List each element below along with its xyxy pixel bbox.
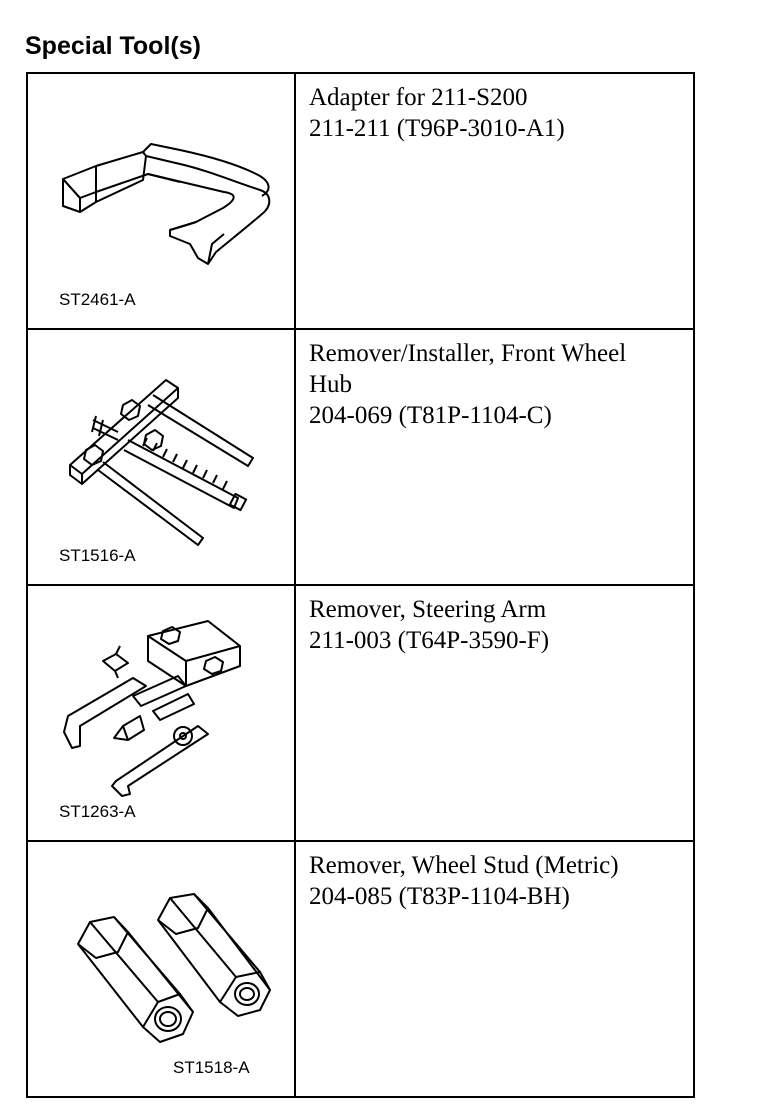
tool-image-cell: ST2461-A: [28, 74, 296, 328]
u-shaped-adapter-icon: [62, 143, 271, 265]
tool-description: Remover, Steering Arm: [309, 596, 547, 623]
tool-image-code: ST1518-A: [173, 1058, 250, 1077]
tool-row: ST1518-A Remover, Wheel Stud (Metric) 20…: [28, 842, 693, 1096]
tool-image-code: ST1263-A: [59, 802, 136, 821]
tool-row: ST2461-A Adapter for 211-S200 211-211 (T…: [28, 74, 693, 330]
tool-image-cell: ST1516-A: [28, 330, 296, 584]
tool-part-number: 204-085 (T83P-1104-BH): [309, 883, 570, 910]
tool-row: ST1263-A Remover, Steering Arm 211-003 (…: [28, 586, 693, 842]
tool-row: ST1516-A Remover/Installer, Front Wheel …: [28, 330, 693, 586]
tool-description-cell: Remover, Wheel Stud (Metric) 204-085 (T8…: [296, 842, 693, 1096]
tool-description: Hub: [309, 371, 353, 398]
tool-part-number: 211-003 (T64P-3590-F): [309, 627, 550, 654]
tool-part-number: 211-211 (T96P-3010-A1): [309, 115, 565, 142]
special-tools-table: ST2461-A Adapter for 211-S200 211-211 (T…: [26, 72, 695, 1098]
tool-image-cell: ST1263-A: [28, 586, 296, 840]
page-title: Special Tool(s): [25, 32, 201, 60]
tool-description-cell: Adapter for 211-S200 211-211 (T96P-3010-…: [296, 74, 693, 328]
tool-description: Adapter for 211-S200: [309, 84, 528, 111]
tool-description-cell: Remover, Steering Arm 211-003 (T64P-3590…: [296, 586, 693, 840]
tool-image-code: ST1516-A: [59, 546, 136, 565]
hex-nut-pair-icon: [77, 893, 271, 1043]
steering-arm-puller-icon: [63, 620, 241, 797]
tool-description-cell: Remover/Installer, Front Wheel Hub 204-0…: [296, 330, 693, 584]
tool-description: Remover/Installer, Front Wheel: [309, 340, 627, 367]
tool-part-number: 204-069 (T81P-1104-C): [309, 402, 552, 429]
tool-description: Remover, Wheel Stud (Metric): [309, 852, 619, 879]
tool-image-code: ST2461-A: [59, 290, 136, 309]
hub-remover-installer-icon: [69, 379, 254, 546]
tool-image-cell: ST1518-A: [28, 842, 296, 1096]
